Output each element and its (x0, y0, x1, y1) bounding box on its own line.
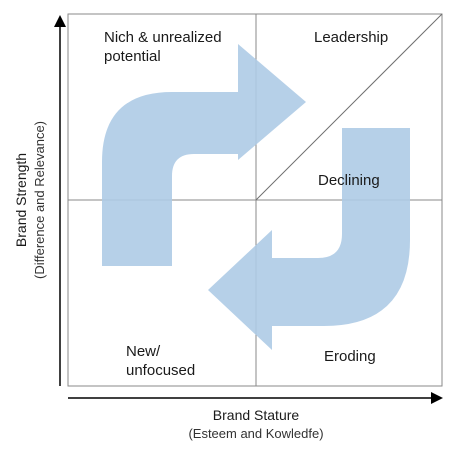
diagonal-divider (255, 13, 443, 201)
x-axis-subtitle: (Esteem and Kowledfe) (188, 426, 323, 441)
growth-arrow (102, 44, 306, 266)
x-axis-title: Brand Stature (213, 407, 300, 423)
y-axis-title: Brand Strength (13, 153, 29, 247)
quadrant-label-leadership: Leadership (314, 29, 388, 46)
quadrant-label-new-line1: New/ (126, 343, 161, 360)
quadrant-label-niche-line2: potential (104, 48, 161, 65)
quadrant-label-declining: Declining (318, 172, 380, 189)
quadrant-label-niche-line1: Nich & unrealized (104, 29, 222, 46)
y-axis-subtitle: (Difference and Relevance) (32, 121, 47, 279)
decline-arrow (208, 128, 410, 350)
quadrant-label-eroding: Eroding (324, 348, 376, 365)
quadrant-label-new-line2: unfocused (126, 362, 195, 379)
